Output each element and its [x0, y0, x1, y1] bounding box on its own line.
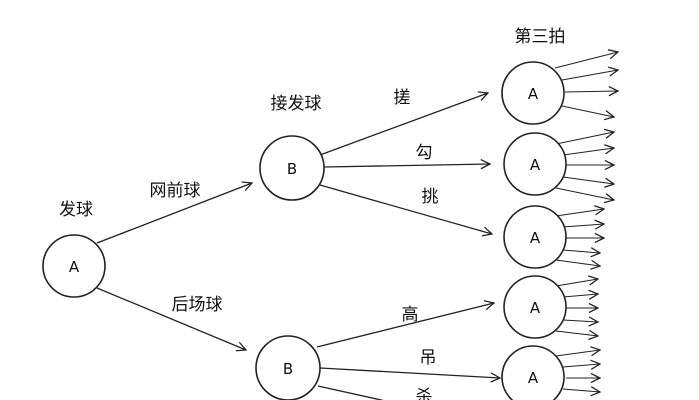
stub-arrow	[555, 331, 598, 336]
third-shot-node-1: A	[501, 61, 565, 125]
edge-serve-to-front	[96, 183, 252, 244]
heading-serve: 发球	[59, 200, 93, 220]
third-shot-node-2: A	[503, 132, 567, 196]
edge-label-hook: 勾	[416, 143, 433, 163]
edge-serve-to-back	[96, 287, 246, 350]
stub-arrow	[562, 389, 600, 392]
edge-label-front-court: 网前球	[150, 181, 201, 201]
receive-back-node: B	[255, 335, 321, 400]
serve-node: A	[42, 234, 106, 298]
edge-front-to-third2	[323, 164, 490, 167]
stub-arrow	[555, 209, 604, 217]
third-shot-node-5-label: A	[528, 369, 539, 387]
edge-label-lift: 挑	[422, 187, 439, 207]
edge-label-drop: 吊	[420, 348, 437, 368]
main-edges	[96, 93, 500, 400]
serve-node-label: A	[69, 258, 80, 276]
edge-label-smash: 杀	[416, 387, 433, 400]
stub-arrow	[554, 52, 618, 69]
receive-front-node-label: B	[287, 160, 297, 178]
edge-back-to-smash	[317, 385, 384, 400]
third-shot-node-3: A	[503, 205, 567, 269]
edge-back-to-third4	[316, 303, 494, 348]
third-shot-node-4-label: A	[530, 299, 541, 317]
heading-receive: 接发球	[271, 94, 322, 114]
third-shot-stubs	[554, 52, 618, 392]
third-shot-node-1-label: A	[528, 85, 539, 103]
edge-label-back-court: 后场球	[172, 295, 223, 315]
stub-arrow	[555, 350, 600, 357]
stub-arrow	[562, 364, 600, 367]
receive-front-node: B	[259, 135, 325, 201]
heading-third-shot: 第三拍	[515, 27, 566, 47]
stub-arrow	[555, 187, 614, 200]
receive-back-node-label: B	[283, 360, 293, 378]
stub-arrow	[562, 250, 600, 253]
stub-arrow	[562, 176, 614, 184]
edge-back-to-third5	[319, 367, 500, 378]
edge-front-to-third1	[319, 93, 488, 156]
third-shot-node-3-label: A	[530, 229, 541, 247]
third-shot-node-4: A	[503, 275, 567, 339]
stub-arrow	[562, 320, 598, 322]
stub-arrow	[564, 91, 618, 92]
third-shot-node-5: A	[501, 345, 565, 400]
stub-arrow	[555, 279, 598, 287]
stub-arrow	[562, 148, 614, 156]
edge-label-high: 高	[402, 305, 419, 325]
edge-label-rub: 搓	[394, 88, 411, 108]
stub-arrow	[555, 259, 600, 266]
stub-arrow	[562, 224, 604, 227]
third-shot-node-2-label: A	[530, 156, 541, 174]
stub-arrow	[561, 70, 618, 81]
edge-front-to-third3	[319, 184, 492, 234]
stub-arrow	[555, 132, 614, 145]
stub-arrow	[561, 105, 614, 117]
stub-arrow	[562, 294, 598, 297]
